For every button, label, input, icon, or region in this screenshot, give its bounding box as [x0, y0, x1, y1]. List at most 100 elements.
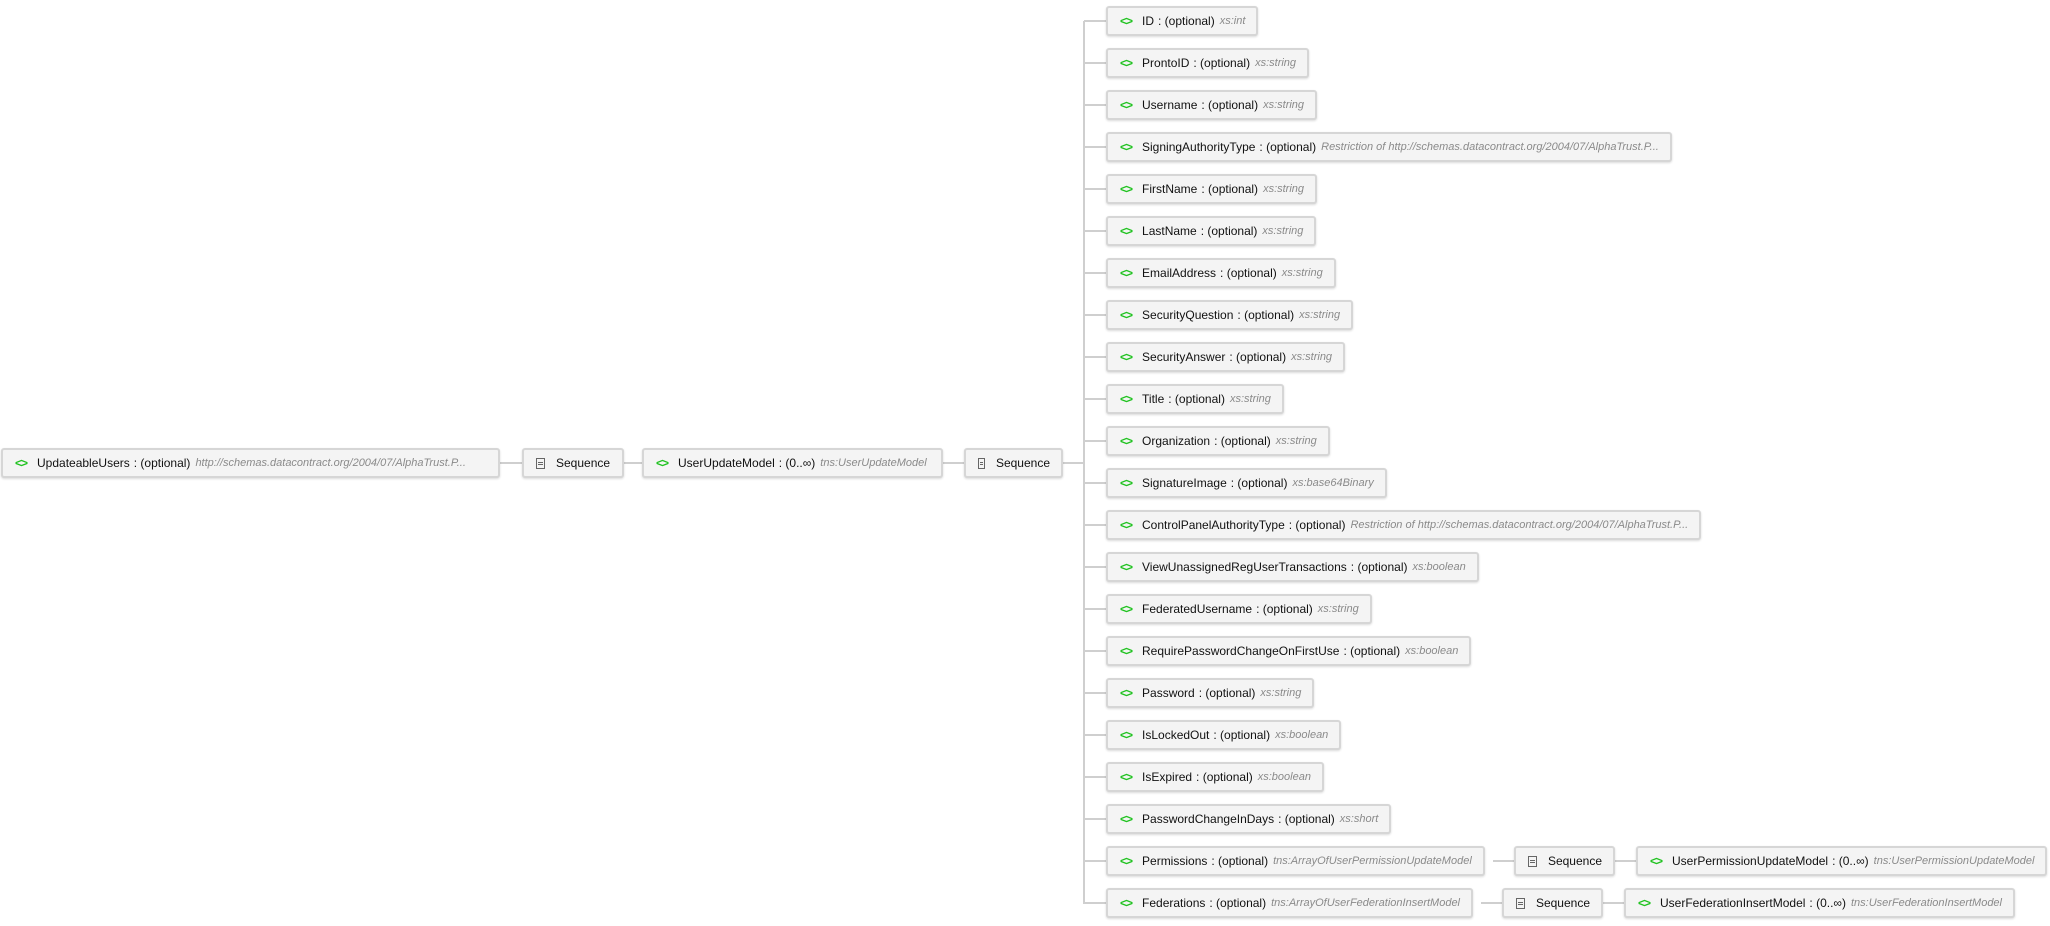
element-icon: <>	[1120, 182, 1133, 196]
child-element-isexpired[interactable]: <>IsExpired: (optional)xs:boolean	[1106, 762, 1324, 792]
child-element-signatureimage[interactable]: <>SignatureImage: (optional)xs:base64Bin…	[1106, 468, 1387, 498]
element-icon: <>	[1120, 770, 1133, 784]
child-element-federatedusername[interactable]: <>FederatedUsername: (optional)xs:string	[1106, 594, 1372, 624]
child-element-viewunassignedregusertransactions-name: ViewUnassignedRegUserTransactions	[1142, 560, 1347, 574]
connector-line	[1084, 188, 1106, 190]
child-element-requirepasswordchangeonfirstuse-type: xs:boolean	[1405, 645, 1459, 657]
sequence-icon	[1516, 897, 1525, 909]
child-element-securityanswer[interactable]: <>SecurityAnswer: (optional)xs:string	[1106, 342, 1346, 372]
sequence-node[interactable]: Sequence	[522, 448, 624, 478]
child-element-prontoid-name: ProntoID	[1142, 56, 1190, 70]
child-element-username-type: xs:string	[1263, 99, 1305, 111]
child-element-username-cardinality: : (optional)	[1201, 98, 1259, 112]
child-element-passwordchangeindays-name: PasswordChangeInDays	[1142, 812, 1275, 826]
child-element-permissions[interactable]: <>Permissions: (optional)tns:ArrayOfUser…	[1106, 846, 1485, 876]
child-element-islockedout-type: xs:boolean	[1275, 729, 1329, 741]
element-icon: <>	[1120, 308, 1133, 322]
child-element-signatureimage-type: xs:base64Binary	[1292, 477, 1374, 489]
child-element-controlpanelauthoritytype-name: ControlPanelAuthorityType	[1142, 518, 1285, 532]
child-element-organization-name: Organization	[1142, 434, 1211, 448]
sequence-node[interactable]: Sequence	[964, 448, 1063, 478]
child-element-passwordchangeindays[interactable]: <>PasswordChangeInDays: (optional)xs:sho…	[1106, 804, 1392, 834]
sequence-node[interactable]: Sequence	[1514, 846, 1615, 876]
child-element-lastname-name: LastName	[1142, 224, 1197, 238]
connector-line	[1084, 20, 1106, 22]
child-element-viewunassignedregusertransactions[interactable]: <>ViewUnassignedRegUserTransactions: (op…	[1106, 552, 1479, 582]
element-icon: <>	[1120, 896, 1133, 910]
child-element-viewunassignedregusertransactions-cardinality: : (optional)	[1350, 560, 1408, 574]
connector-line	[1084, 692, 1106, 694]
child-element-signingauthoritytype[interactable]: <>SigningAuthorityType: (optional)Restri…	[1106, 132, 1672, 162]
child-element-federations-cardinality: : (optional)	[1209, 896, 1267, 910]
child-element-lastname-type: xs:string	[1262, 225, 1304, 237]
connector-line	[1083, 21, 1085, 904]
sub-element-userpermissionupdatemodel-name: UserPermissionUpdateModel	[1672, 854, 1829, 868]
child-element-prontoid-cardinality: : (optional)	[1193, 56, 1251, 70]
child-element-controlpanelauthoritytype[interactable]: <>ControlPanelAuthorityType: (optional)R…	[1106, 510, 1702, 540]
element-icon: <>	[1120, 476, 1133, 490]
child-element-securityanswer-name: SecurityAnswer	[1142, 350, 1226, 364]
connector-line	[1493, 860, 1514, 862]
connector-line	[1084, 776, 1106, 778]
child-element-prontoid[interactable]: <>ProntoID: (optional)xs:string	[1106, 48, 1310, 78]
child-element-emailaddress-cardinality: : (optional)	[1220, 266, 1277, 280]
element-icon: <>	[1120, 140, 1133, 154]
child-element-requirepasswordchangeonfirstuse[interactable]: <>RequirePasswordChangeOnFirstUse: (opti…	[1106, 636, 1472, 666]
child-element-id-cardinality: : (optional)	[1158, 14, 1215, 28]
sub-element-userpermissionupdatemodel[interactable]: <>UserPermissionUpdateModel: (0..∞)tns:U…	[1636, 846, 2048, 876]
child-element-signingauthoritytype-name: SigningAuthorityType	[1142, 140, 1256, 154]
child-element-permissions-type: tns:ArrayOfUserPermissionUpdateModel	[1273, 855, 1472, 867]
child-element-username[interactable]: <>Username: (optional)xs:string	[1106, 90, 1318, 120]
child-element-lastname[interactable]: <>LastName: (optional)xs:string	[1106, 216, 1317, 246]
connector-line	[1084, 818, 1106, 820]
child-element-organization[interactable]: <>Organization: (optional)xs:string	[1106, 426, 1330, 456]
connector-line	[1084, 734, 1106, 736]
root-element[interactable]: <>UpdateableUsers: (optional)http://sche…	[1, 448, 500, 478]
connector-line	[1084, 566, 1106, 568]
root-element-cardinality: : (optional)	[133, 456, 191, 470]
sequence-node[interactable]: Sequence	[1502, 888, 1603, 918]
child-element-federatedusername-cardinality: : (optional)	[1256, 602, 1313, 616]
child-element-id[interactable]: <> ID: (optional) xs:int	[1106, 6, 1259, 36]
child-element-islockedout-cardinality: : (optional)	[1213, 728, 1271, 742]
child-element-organization-type: xs:string	[1275, 435, 1317, 447]
child-element-controlpanelauthoritytype-type: Restriction of http://schemas.datacontra…	[1350, 519, 1689, 531]
child-element-federations[interactable]: <>Federations: (optional)tns:ArrayOfUser…	[1106, 888, 1474, 918]
child-element-title[interactable]: <>Title: (optional)xs:string	[1106, 384, 1284, 414]
child-element-passwordchangeindays-cardinality: : (optional)	[1278, 812, 1335, 826]
sub-element-userfederationinsertmodel-cardinality: : (0..∞)	[1809, 896, 1846, 910]
connector-line	[1084, 650, 1106, 652]
child-element-securityquestion-cardinality: : (optional)	[1237, 308, 1295, 322]
child-element-id-name: ID	[1142, 14, 1155, 28]
child-element-signingauthoritytype-type: Restriction of http://schemas.datacontra…	[1321, 141, 1659, 153]
child-element-islockedout[interactable]: <>IsLockedOut: (optional)xs:boolean	[1106, 720, 1342, 750]
child-element-id-type: xs:int	[1219, 15, 1246, 27]
child-element-isexpired-type: xs:boolean	[1257, 771, 1311, 783]
element-icon: <>	[1120, 644, 1133, 658]
sub-element-userpermissionupdatemodel-type: tns:UserPermissionUpdateModel	[1873, 855, 2035, 867]
element-icon: <>	[1120, 434, 1133, 448]
child-element-emailaddress[interactable]: <>EmailAddress: (optional)xs:string	[1106, 258, 1336, 288]
child-element-controlpanelauthoritytype-cardinality: : (optional)	[1288, 518, 1346, 532]
child-element-requirepasswordchangeonfirstuse-cardinality: : (optional)	[1343, 644, 1401, 658]
sequence-label: Sequence	[1535, 896, 1590, 910]
element-icon: <>	[1120, 854, 1133, 868]
connector-line	[1084, 398, 1106, 400]
child-element-securityquestion[interactable]: <>SecurityQuestion: (optional)xs:string	[1106, 300, 1354, 330]
child-element-viewunassignedregusertransactions-type: xs:boolean	[1412, 561, 1466, 573]
sub-element-userfederationinsertmodel[interactable]: <>UserFederationInsertModel: (0..∞)tns:U…	[1624, 888, 2015, 918]
element-icon: <>	[1120, 14, 1133, 28]
connector-line	[1615, 860, 1636, 862]
child-element-federations-name: Federations	[1142, 896, 1206, 910]
child-element-firstname[interactable]: <>FirstName: (optional)xs:string	[1106, 174, 1318, 204]
element-icon: <>	[15, 456, 28, 470]
child-element-title-name: Title	[1142, 392, 1165, 406]
user-update-model-cardinality: : (0..∞)	[778, 456, 816, 470]
child-element-prontoid-type: xs:string	[1255, 57, 1297, 69]
child-element-password[interactable]: <>Password: (optional)xs:string	[1106, 678, 1315, 708]
connector-line	[1084, 482, 1106, 484]
user-update-model[interactable]: <>UserUpdateModel: (0..∞)tns:UserUpdateM…	[642, 448, 943, 478]
user-update-model-type: tns:UserUpdateModel	[820, 457, 927, 469]
element-icon: <>	[1120, 392, 1133, 406]
root-element-type: http://schemas.datacontract.org/2004/07/…	[195, 457, 466, 469]
